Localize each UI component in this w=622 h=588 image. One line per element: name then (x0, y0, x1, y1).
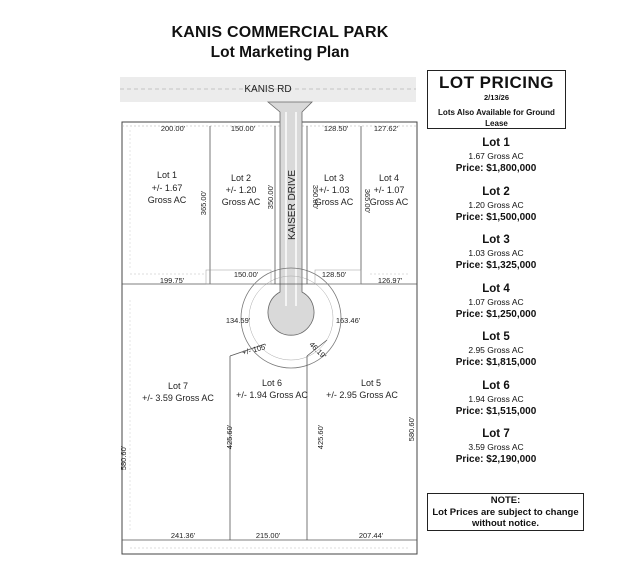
dim-lot5-bottom: 207.44' (359, 531, 384, 540)
dim-lot2-drive-side: 350.00' (266, 184, 275, 209)
list-item: Lot 1 1.67 Gross AC Price: $1,800,000 (436, 136, 556, 185)
note-line-2: without notice. (471, 518, 540, 529)
lot-name: Lot 6 (482, 379, 510, 392)
lot-price: Price: $1,325,000 (455, 260, 537, 271)
note-line-1: Lot Prices are subject to change (432, 506, 579, 518)
dim-lot4-top: 127.62' (374, 124, 399, 133)
kanis-road (120, 77, 416, 102)
dim-lot5-side: 580.60' (407, 416, 416, 441)
lot2-unit: Gross AC (222, 197, 261, 207)
property-boundary (121, 121, 418, 555)
drive-label: KAISER DRIVE (287, 170, 298, 240)
dim-lot5-front: 46.19' (307, 340, 328, 361)
lot-pricing-box: LOT PRICING 2/13/26 Lots Also Available … (427, 70, 566, 129)
dim-lot2-side: 365.00' (199, 190, 208, 215)
list-item: Lot 2 1.20 Gross AC Price: $1,500,000 (436, 185, 556, 234)
lot-name: Lot 1 (482, 137, 510, 149)
dim-lot3-drive-side: 350.00' (311, 185, 320, 210)
price-note: NOTE: Lot Prices are subject to change w… (427, 493, 584, 531)
lot-acres: 1.03 Gross AC (468, 248, 524, 258)
dim-lot3-top: 128.50' (324, 124, 349, 133)
dim-lot1-bottom: 199.75' (160, 276, 185, 285)
dim-lot4-side: 365.00' (363, 189, 372, 214)
lot7-name: Lot 7 (168, 381, 188, 391)
dim-lot1-top: 200.00' (161, 124, 186, 133)
lot-acres: 1.94 Gross AC (468, 393, 524, 404)
page-title: KANIS COMMERCIAL PARK (171, 24, 389, 41)
dim-lot4-bottom: 126.97' (378, 276, 403, 285)
lot-price-list: Lot 1 1.67 Gross AC Price: $1,800,000 Lo… (436, 136, 556, 476)
lot-price: Price: $1,500,000 (455, 211, 537, 223)
lot-name: Lot 5 (482, 331, 510, 343)
list-item: Lot 6 1.94 Gross AC Price: $1,515,000 (436, 379, 556, 428)
list-item: Lot 4 1.07 Gross AC Price: $1,250,000 (436, 282, 556, 331)
kaiser-drive (266, 101, 315, 336)
lot5-name: Lot 5 (361, 378, 381, 388)
lot-price: Price: $1,250,000 (455, 308, 537, 320)
note-title: NOTE: (490, 495, 521, 506)
lot5-area: +/- 2.95 Gross AC (326, 390, 398, 400)
lot-acres: 1.67 Gross AC (468, 151, 524, 161)
dim-lot3-bottom: 128.50' (322, 270, 347, 279)
dim-lot6-left: 425.60' (225, 424, 234, 449)
list-item: Lot 3 1.03 Gross AC Price: $1,325,000 (436, 233, 556, 282)
lot6-name: Lot 6 (262, 378, 282, 388)
lot1-name: Lot 1 (157, 170, 177, 180)
dim-lot2-bottom: 150.00' (234, 270, 259, 279)
lot1-unit: Gross AC (148, 195, 187, 205)
dim-lot6-front: +/- 105' (241, 342, 268, 357)
lot3-area: +/- 1.03 (319, 185, 350, 195)
road-label: KANIS RD (244, 84, 291, 95)
dim-lot6-right: 425.60' (316, 424, 325, 449)
dim-culdesac-left: 134.59' (226, 316, 251, 325)
pricing-heading: LOT PRICING (438, 73, 555, 92)
lot3-unit: Gross AC (315, 197, 354, 207)
lot3-name: Lot 3 (324, 173, 344, 183)
lot1-area: +/- 1.67 (152, 183, 183, 193)
lot-name: Lot 4 (482, 282, 510, 295)
dim-lot2-top: 150.00' (231, 124, 256, 133)
lot-price: Price: $1,815,000 (455, 357, 537, 368)
lot-acres: 3.59 Gross AC (468, 442, 524, 452)
lot-acres: 1.20 Gross AC (468, 199, 524, 210)
lot2-area: +/- 1.20 (226, 185, 257, 195)
lot-price: Price: $2,190,000 (455, 454, 537, 465)
lot-price: Price: $1,515,000 (455, 405, 537, 417)
dim-culdesac-right: 163.46' (336, 316, 361, 325)
lot-acres: 1.07 Gross AC (468, 296, 524, 307)
lot-name: Lot 7 (482, 428, 510, 440)
lot4-area: +/- 1.07 (374, 185, 405, 195)
pricing-date: 2/13/26 (483, 93, 510, 102)
lot-name: Lot 2 (482, 185, 510, 198)
lot4-unit: Gross AC (370, 197, 409, 207)
lot6-area: +/- 1.94 Gross AC (236, 390, 308, 400)
lot2-name: Lot 2 (231, 173, 251, 183)
dim-lot6-bottom: 215.00' (256, 531, 281, 540)
list-item: Lot 5 2.95 Gross AC Price: $1,815,000 (436, 330, 556, 379)
dim-lot7-side: 580.60' (119, 445, 128, 470)
dim-lot7-bottom: 241.36' (171, 531, 196, 540)
lot7-area: +/- 3.59 Gross AC (142, 393, 214, 403)
lot-price: Price: $1,800,000 (455, 163, 537, 174)
list-item: Lot 7 3.59 Gross AC Price: $2,190,000 (436, 427, 556, 476)
page-subtitle: Lot Marketing Plan (210, 44, 350, 61)
lot-name: Lot 3 (482, 234, 510, 246)
lot4-name: Lot 4 (379, 173, 399, 183)
cul-de-sac (240, 267, 342, 369)
lot-acres: 2.95 Gross AC (468, 345, 524, 355)
pricing-subheading: Lots Also Available for Ground Lease (438, 108, 555, 128)
